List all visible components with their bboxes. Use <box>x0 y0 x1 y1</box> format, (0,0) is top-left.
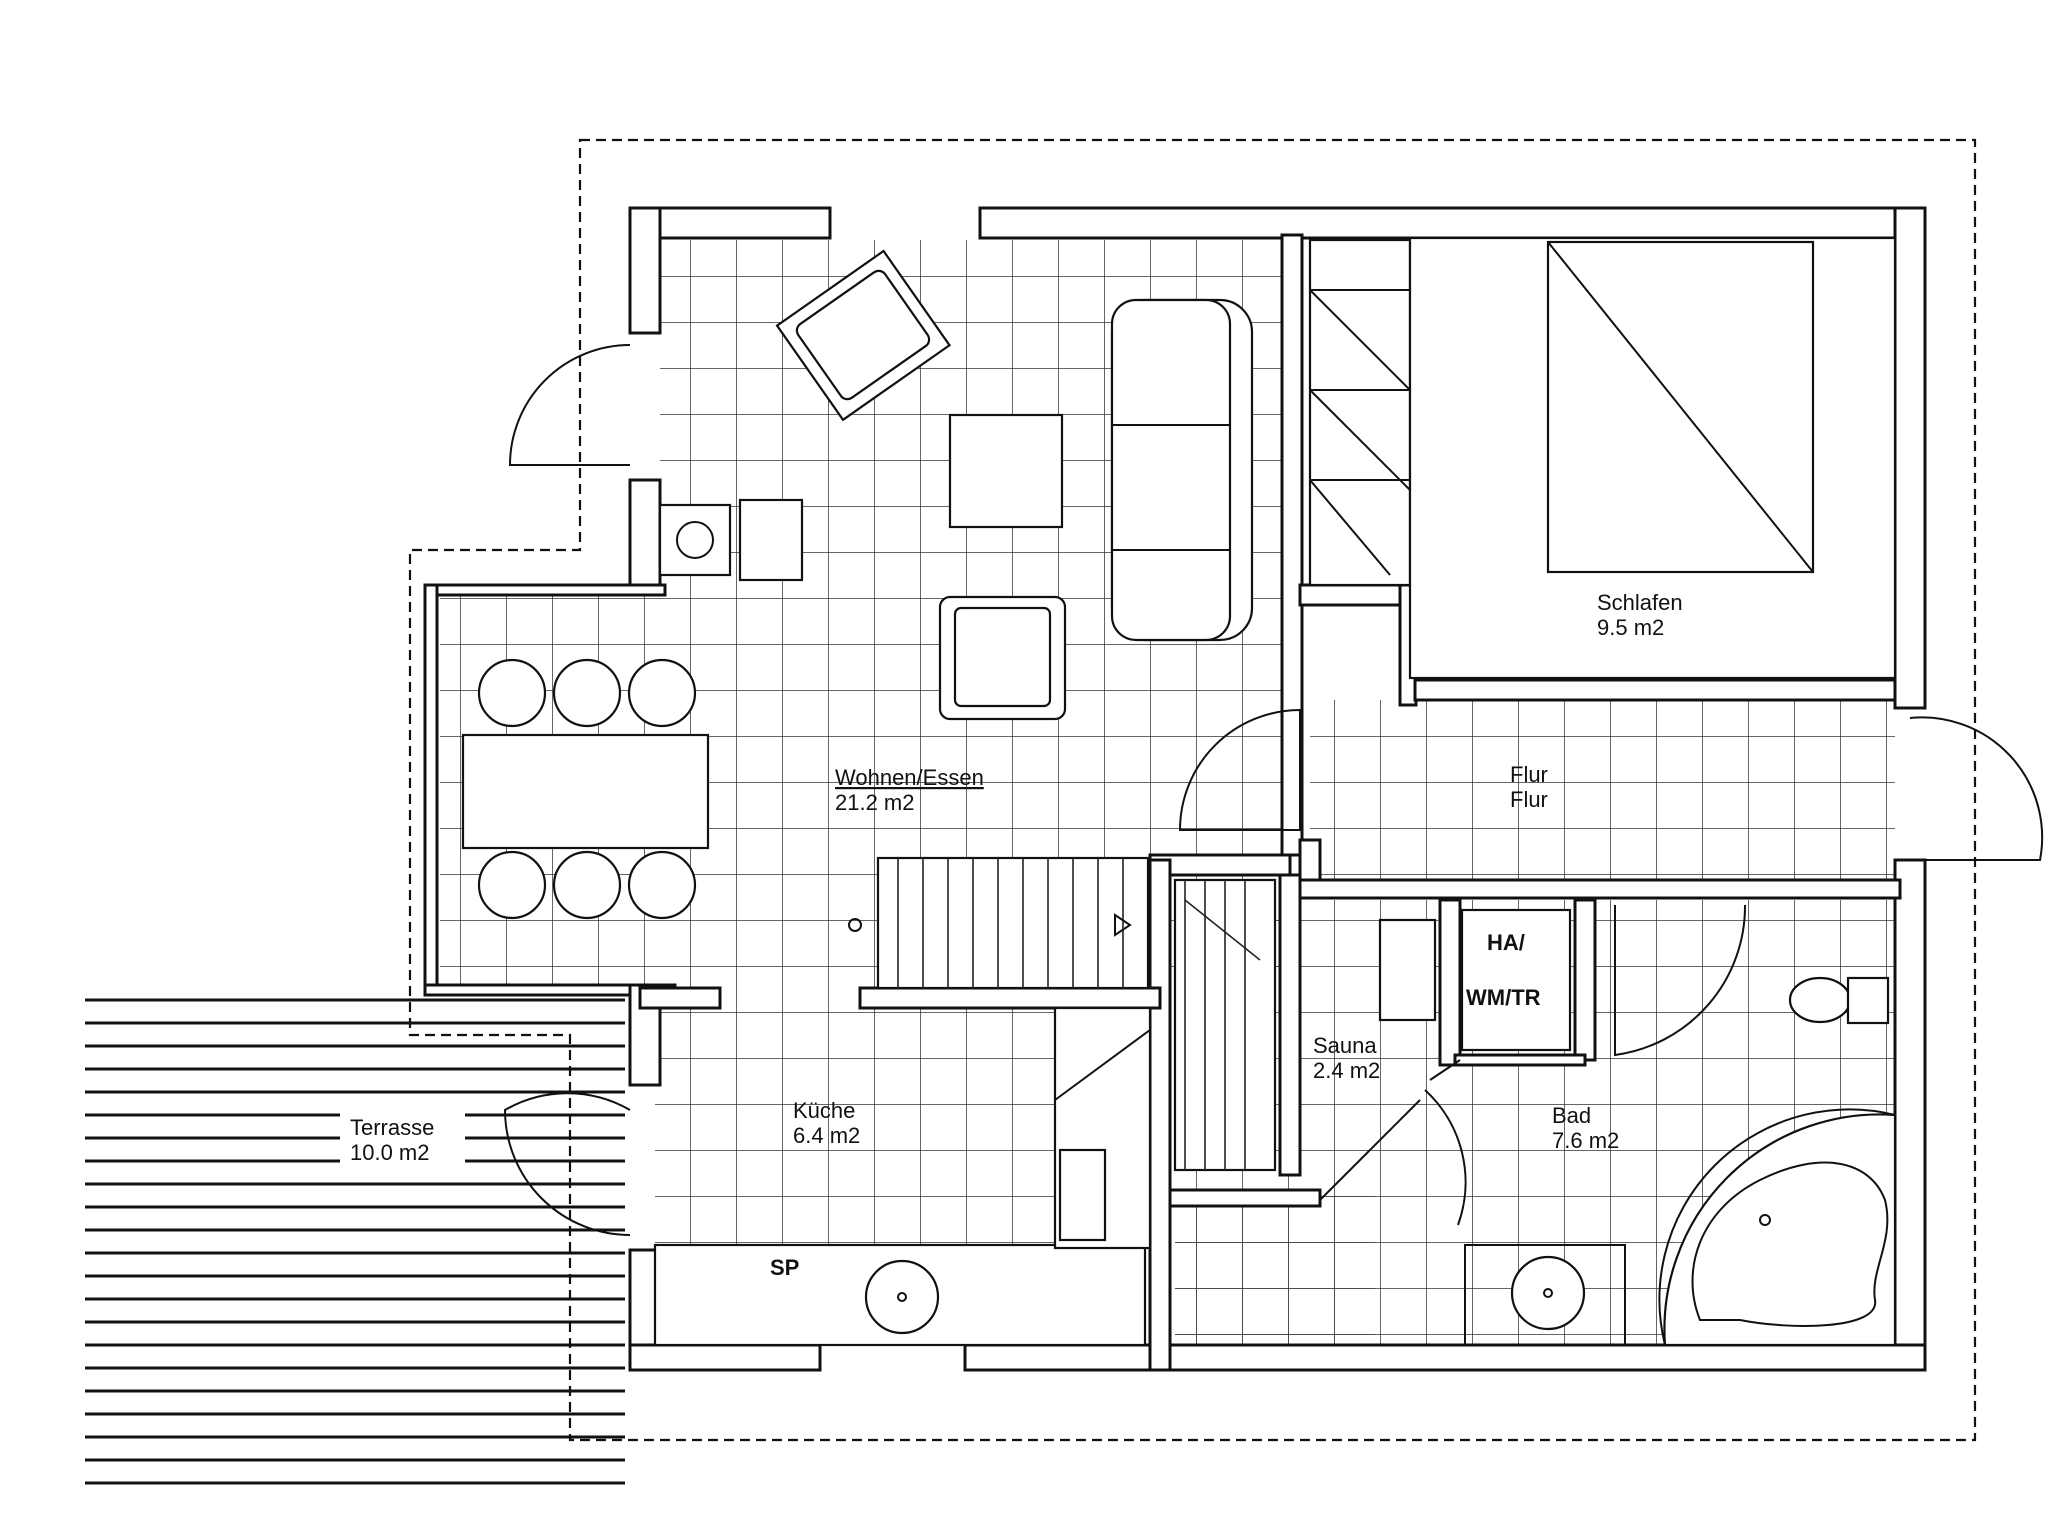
wardrobe <box>1308 238 1412 587</box>
room-name: Flur <box>1510 762 1548 787</box>
label-sp: SP <box>770 1255 799 1280</box>
room-area: 10.0 m2 <box>350 1140 430 1165</box>
room-name: Bad <box>1552 1103 1591 1128</box>
room-label-sauna: Sauna 2.4 m2 <box>1313 1033 1380 1083</box>
room-name: Terrasse <box>350 1115 434 1140</box>
toilet-icon <box>1788 976 1890 1025</box>
label-ha: HA/ <box>1487 930 1525 955</box>
room-label-bad: Bad 7.6 m2 <box>1552 1103 1619 1153</box>
room-area: 2.4 m2 <box>1313 1058 1380 1083</box>
sink-icon <box>864 1244 1626 1346</box>
label-wmtr: WM/TR <box>1466 985 1541 1010</box>
room-name: Schlafen <box>1597 590 1683 615</box>
stairs-icon <box>848 856 1150 990</box>
armchair-icon <box>938 595 1067 721</box>
room-label-wohnen: Wohnen/Essen 21.2 m2 <box>835 765 984 815</box>
stove-icon <box>658 498 804 582</box>
room-area: 21.2 m2 <box>835 790 915 815</box>
dining-table-icon <box>461 658 710 920</box>
room-area: 9.5 m2 <box>1597 615 1664 640</box>
bed-icon <box>1408 236 1897 680</box>
room-label-kueche: Küche 6.4 m2 <box>793 1098 860 1148</box>
sauna-bench <box>1173 878 1277 1172</box>
coffee-table <box>948 413 1064 529</box>
svg-text:WM/TR: WM/TR <box>1466 985 1541 1010</box>
terrace-deck <box>85 997 625 1497</box>
bathtub-icon <box>1663 1113 1897 1347</box>
svg-text:SP: SP <box>770 1255 799 1280</box>
room-label-schlafen: Schlafen 9.5 m2 <box>1597 590 1683 640</box>
room-name: Sauna <box>1313 1033 1377 1058</box>
room-area: 6.4 m2 <box>793 1123 860 1148</box>
room-name: Küche <box>793 1098 855 1123</box>
svg-text:HA/: HA/ <box>1487 930 1525 955</box>
room-label-terrasse: Terrasse 10.0 m2 <box>340 1110 465 1170</box>
utility-cabinet <box>1378 908 1572 1052</box>
room-area: 7.6 m2 <box>1552 1128 1619 1153</box>
exterior-walls <box>423 206 1927 1372</box>
armchair-icon <box>775 249 952 422</box>
sofa-icon <box>1110 298 1254 642</box>
room-name: Flur <box>1510 787 1548 812</box>
room-name: Wohnen/Essen <box>835 765 984 790</box>
room-label-flur: Flur Flur <box>1510 762 1548 812</box>
